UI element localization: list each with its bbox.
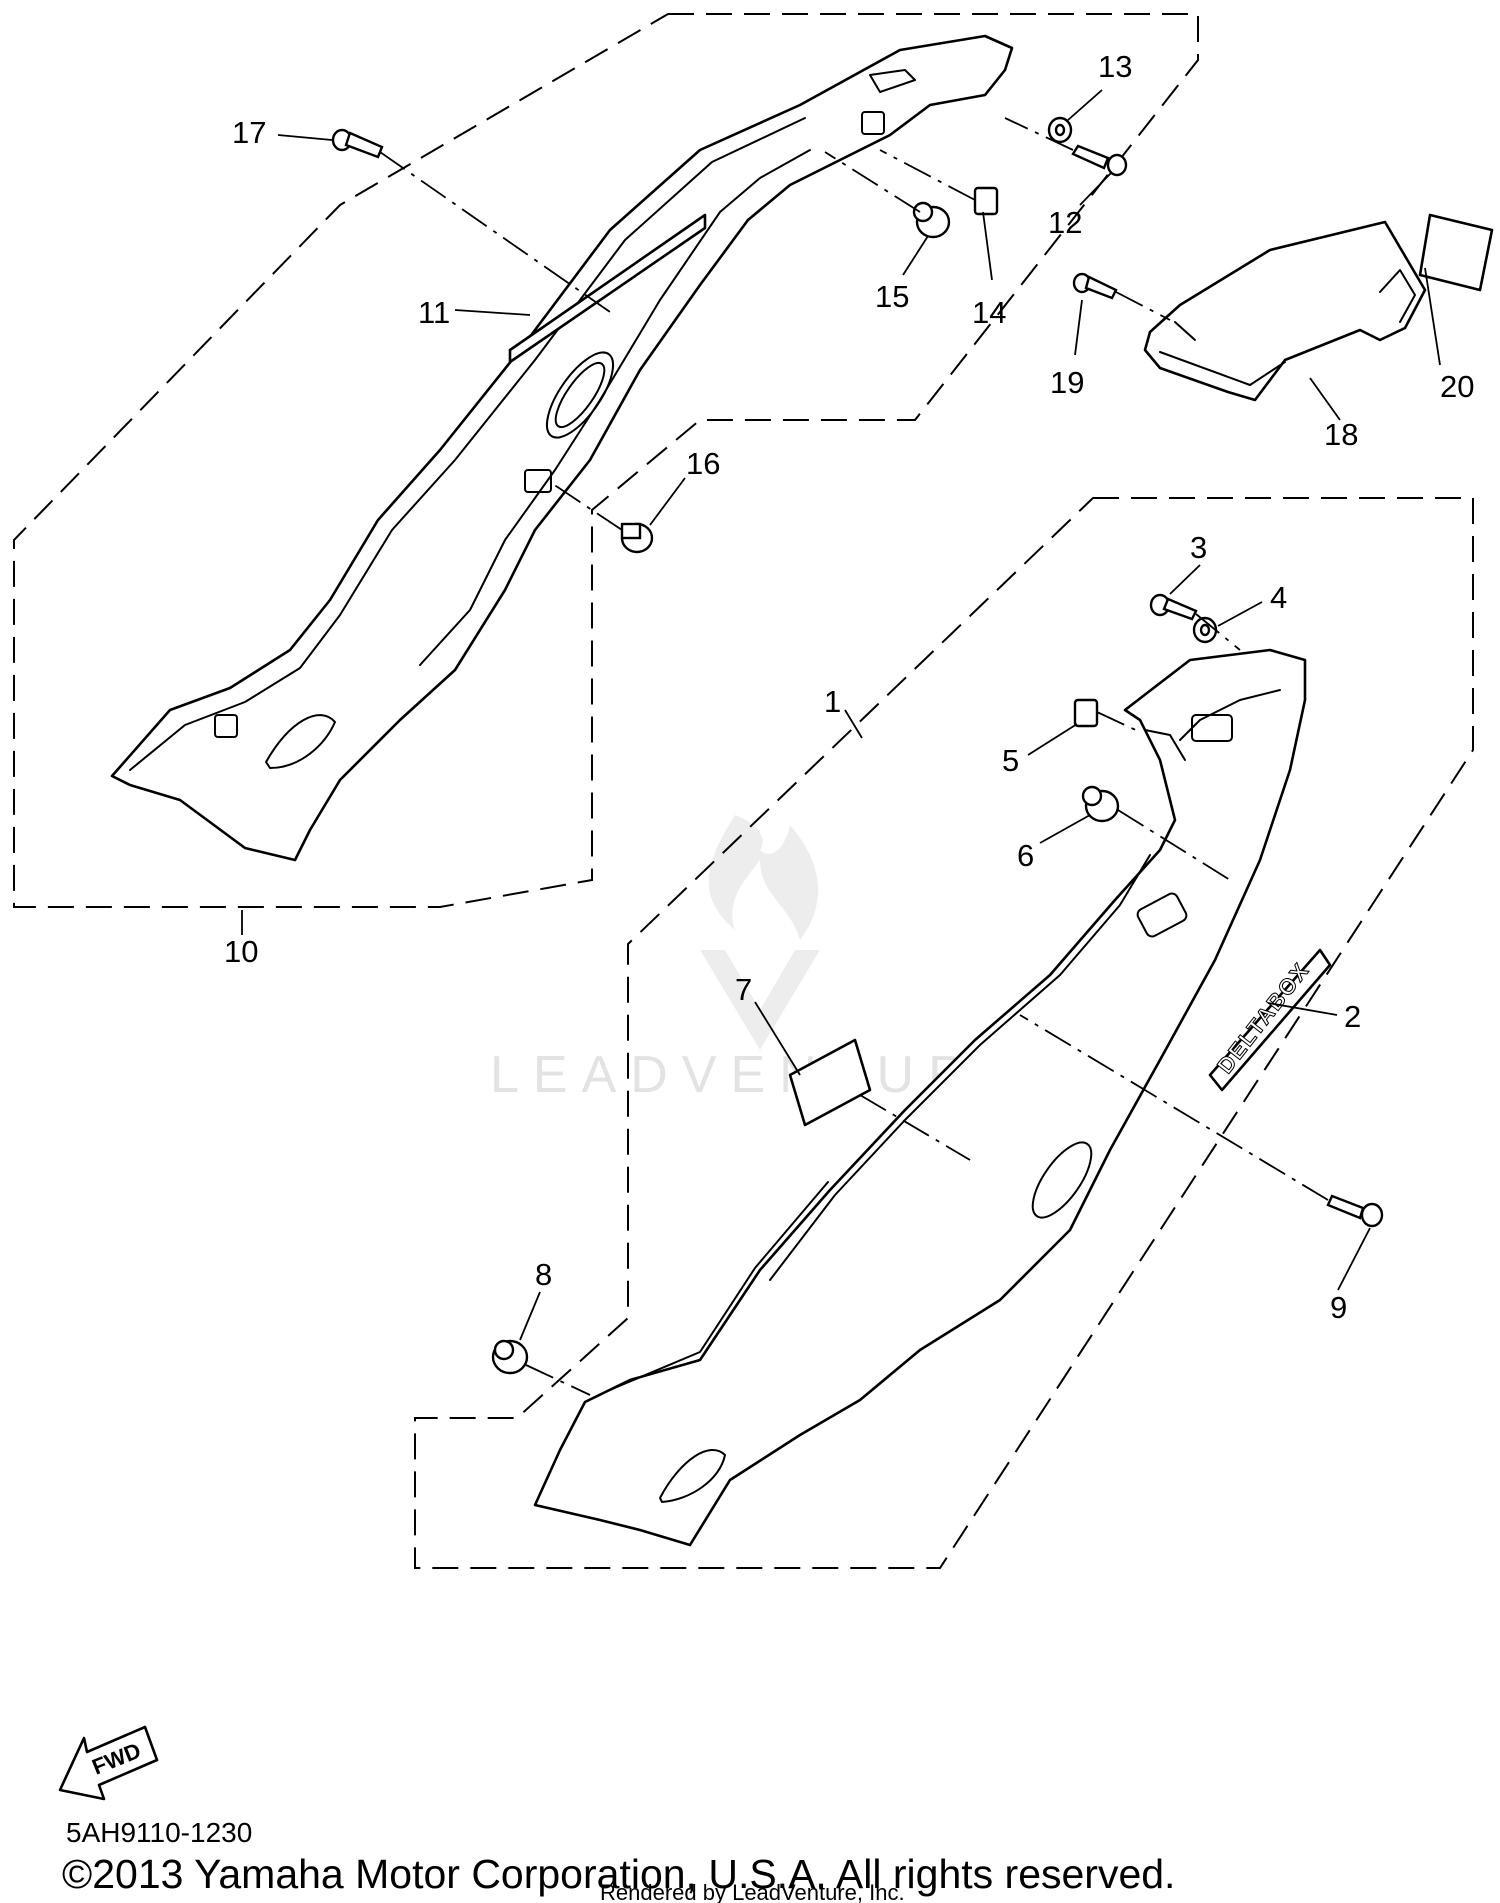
copyright-text: ©2013 Yamaha Motor Corporation, U.S.A. A… (62, 1851, 1175, 1897)
leader-13 (1067, 89, 1103, 121)
axis-line-9 (1019, 1014, 1329, 1201)
callout-18: 18 (1324, 417, 1358, 452)
leader-1 (844, 709, 863, 739)
upper-assembly-boundary (13, 13, 1199, 908)
grommet-6 (1081, 785, 1120, 823)
bolt-19 (1072, 272, 1118, 300)
leader-19 (1074, 299, 1083, 356)
grommet-8 (491, 1339, 529, 1375)
leader-2 (1267, 1002, 1338, 1016)
callout-5: 5 (1002, 743, 1019, 778)
decal-7 (788, 1038, 872, 1127)
grommet-16 (620, 522, 654, 554)
callout-1: 1 (824, 684, 841, 719)
axis-line-19 (1115, 291, 1171, 321)
callout-20: 20 (1440, 369, 1474, 404)
callout-7: 7 (735, 972, 752, 1007)
nut-14 (973, 186, 999, 216)
axis-line-16 (549, 481, 623, 531)
leader-6 (1039, 814, 1091, 844)
callout-16: 16 (686, 446, 720, 481)
bolt-12 (1071, 144, 1128, 177)
callout-17: 17 (232, 115, 266, 150)
leader-8 (519, 1291, 541, 1341)
axis-line-17 (379, 151, 611, 313)
axis-line-5 (1096, 711, 1141, 733)
leader-4 (1217, 601, 1263, 627)
diagram-code: 5AH9110-1230 (66, 1817, 252, 1848)
axis-line-14 (879, 149, 976, 201)
callout-11: 11 (418, 295, 450, 330)
callout-13: 13 (1098, 49, 1132, 84)
leader-11 (454, 309, 531, 316)
leader-15 (902, 235, 929, 276)
callout-14: 14 (972, 295, 1006, 330)
side-cover-right-lower (533, 648, 1307, 1547)
leader-20 (1424, 267, 1441, 366)
leader-9 (1337, 1227, 1371, 1291)
washer-13 (1047, 116, 1073, 144)
rendered-by-text: Rendered by LeadVenture, Inc. (600, 1880, 905, 1903)
leader-5 (1027, 723, 1078, 756)
deltabox-decal: DELTABOX (1208, 948, 1332, 1092)
tail-cover (1143, 220, 1427, 402)
axis-line-15 (824, 151, 921, 213)
decal-20 (1418, 213, 1494, 292)
washer-4 (1192, 616, 1218, 644)
axis-line-6 (1117, 809, 1231, 881)
bolt-9 (1326, 1194, 1384, 1228)
callout-8: 8 (535, 1257, 552, 1292)
axis-line-12 (1004, 117, 1074, 151)
callout-9: 9 (1330, 1290, 1347, 1325)
nut-5 (1073, 698, 1099, 728)
bolt-3 (1149, 593, 1198, 621)
callout-19: 19 (1050, 365, 1084, 400)
leader-12 (1079, 171, 1113, 206)
callout-15: 15 (875, 279, 909, 314)
leadventure-watermark: LEADVENTURE (490, 815, 1014, 1104)
leader-18 (1309, 377, 1341, 421)
bolt-17 (331, 128, 384, 159)
callout-4: 4 (1270, 580, 1287, 615)
leader-7 (754, 1001, 801, 1076)
leader-17 (277, 134, 333, 141)
side-cover-left-upper (110, 34, 1014, 862)
lower-assembly-boundary (414, 497, 1474, 1569)
decal-11 (508, 213, 707, 364)
callout-2: 2 (1344, 999, 1361, 1034)
fwd-arrow-icon: FWD (58, 1725, 159, 1801)
leader-3 (1169, 564, 1201, 595)
callout-10: 10 (224, 934, 258, 969)
grommet-15 (912, 201, 951, 239)
leader-14 (982, 211, 993, 281)
axis-line-8 (525, 1364, 591, 1396)
callout-6: 6 (1017, 838, 1034, 873)
callout-3: 3 (1190, 530, 1207, 565)
leader-16 (649, 477, 686, 526)
axis-line-7 (859, 1094, 971, 1161)
callout-12: 12 (1048, 205, 1082, 240)
axis-line-3 (1195, 613, 1241, 651)
